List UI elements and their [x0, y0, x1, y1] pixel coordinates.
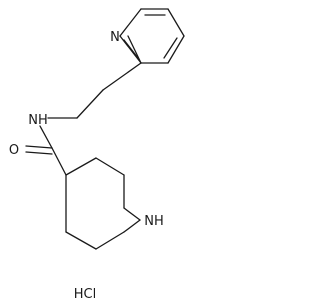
bond	[51, 147, 67, 176]
ethyl-linker	[47, 62, 142, 119]
piperidine-ring	[65, 157, 141, 250]
bond	[119, 8, 142, 37]
bond	[25, 145, 53, 149]
bond	[123, 219, 141, 233]
bond	[65, 231, 97, 250]
salt-label: HCl	[74, 287, 96, 302]
amide-group	[25, 125, 67, 176]
bond	[95, 157, 125, 176]
chemical-structure: N NH O NH HCl	[9, 8, 185, 302]
bond	[123, 207, 141, 221]
bond	[102, 62, 142, 91]
atom-label-piperidine-nh: NH	[144, 214, 164, 229]
bond	[163, 37, 178, 59]
bond	[39, 125, 53, 149]
bond	[123, 39, 139, 59]
bond	[167, 35, 185, 64]
bond	[167, 8, 185, 37]
bond	[95, 231, 125, 250]
pyridine-ring	[119, 8, 185, 64]
atom-label-carbonyl-o: O	[9, 143, 19, 158]
bond	[76, 89, 104, 119]
atom-label-amide-nh: NH	[28, 113, 48, 128]
atom-label-pyridine-n: N	[110, 30, 120, 45]
bond	[127, 35, 142, 64]
bond	[119, 35, 142, 64]
bond	[65, 157, 97, 176]
bond	[25, 151, 53, 155]
